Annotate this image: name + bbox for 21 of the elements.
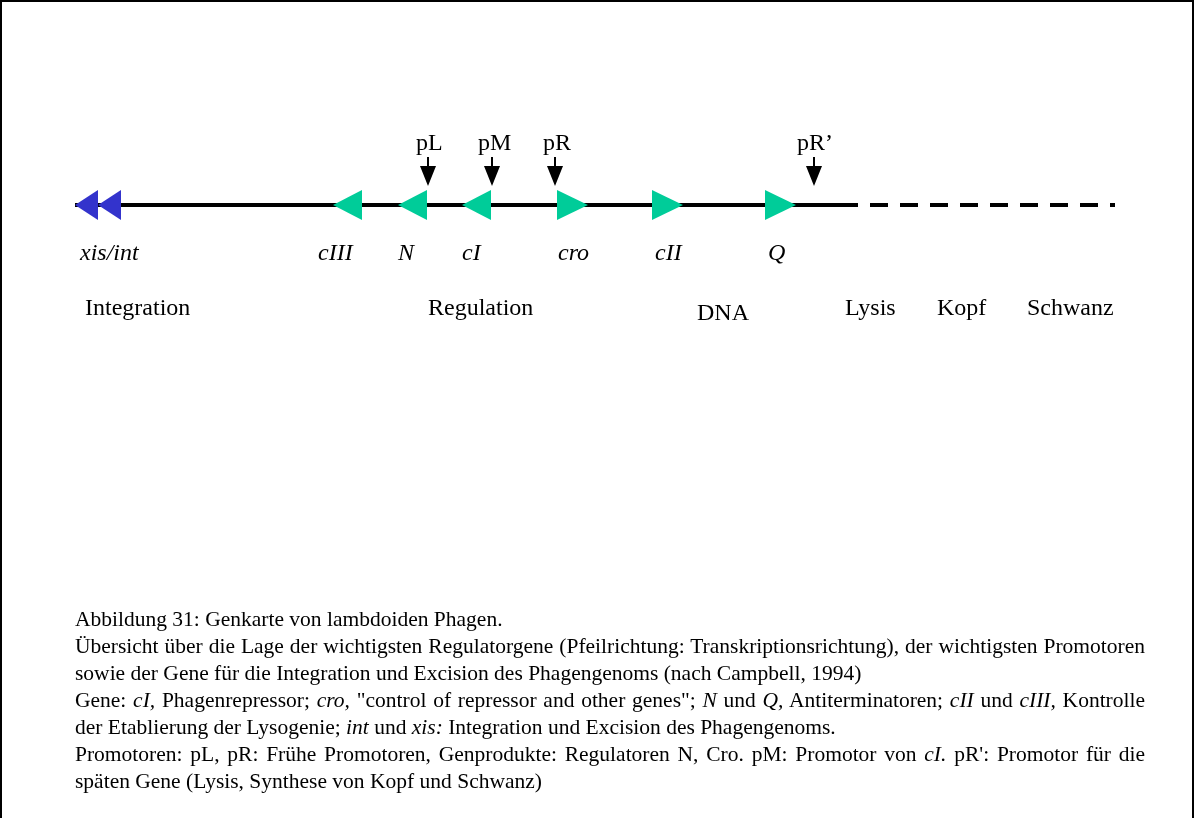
region-label: Schwanz: [1027, 293, 1114, 321]
region-label: DNA: [697, 298, 749, 326]
promoter-label: pR: [543, 128, 571, 156]
caption-paragraph: Gene: cI, Phagenrepressor; cro, "control of repressor and other genes"; N und Q, Antiterminatoren; cII und cIII, Kontrolle der Etablierung der Lysogenie; int und xis: Integration und Excision des Phagengenoms.: [75, 687, 1145, 741]
region-label: Integration: [85, 293, 191, 321]
gene-label: xis/int: [80, 238, 139, 266]
caption-paragraph: Übersicht über die Lage der wichtigsten Regulatorgene (Pfeilrichtung: Transkriptionsrichtung), der wichtigsten Promotoren sowie der Gene für die Integration und Excision des Phagengenoms (nach Campbell, 1994): [75, 633, 1145, 687]
caption-paragraph: Promotoren: pL, pR: Frühe Promotoren, Genprodukte: Regulatoren N, Cro. pM: Promotor von cI. pR': Promotor für die späten Gene (Lysis, Synthese von Kopf und Schwanz): [75, 741, 1145, 795]
gene-label: cIII: [318, 238, 353, 266]
gene-label: cro: [558, 238, 590, 266]
figure-caption: Abbildung 31: Genkarte von lambdoiden Phagen.: [75, 606, 504, 633]
promoter-label: pR’: [797, 128, 833, 156]
region-label: Kopf: [937, 293, 987, 321]
gene-label: N: [398, 238, 414, 266]
promoter-label: pM: [478, 128, 512, 156]
gene-label: cI: [462, 238, 481, 266]
gene-label: Q: [768, 238, 786, 266]
promoter-label: pL: [416, 128, 443, 156]
region-label: Lysis: [845, 293, 896, 321]
region-label: Regulation: [428, 293, 534, 321]
gene-label: cII: [655, 238, 682, 266]
